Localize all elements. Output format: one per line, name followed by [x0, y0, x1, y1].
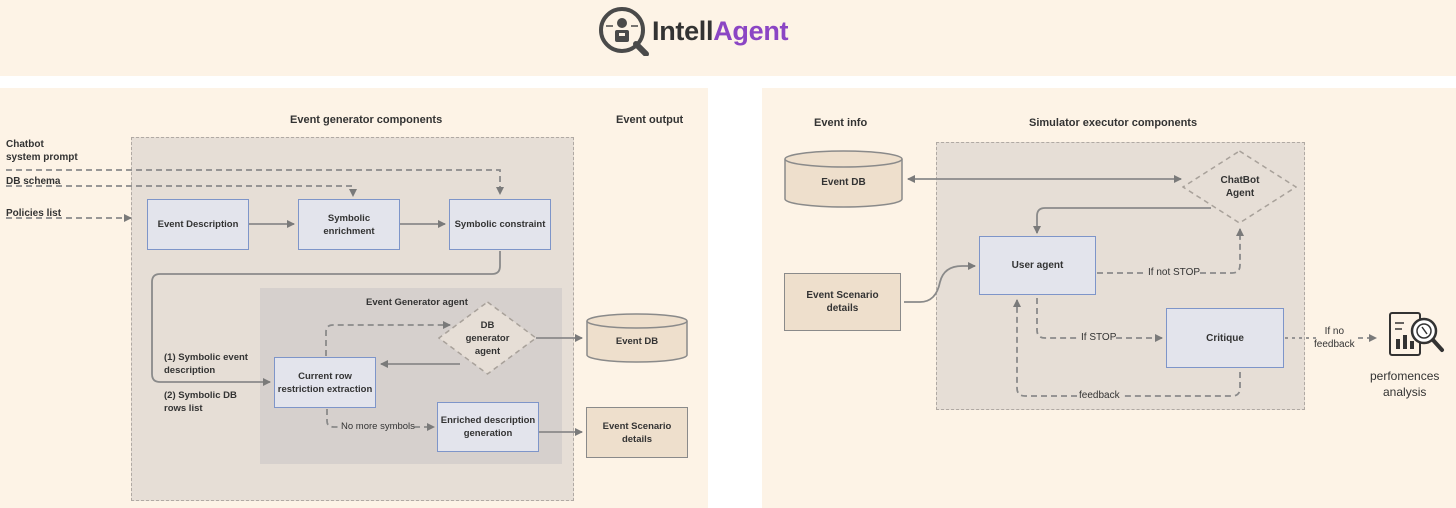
performance-analysis-icon [1389, 312, 1444, 356]
event-output-title: Event output [616, 114, 684, 126]
if-not-stop-label: If not STOP [1148, 267, 1201, 278]
db-schema-label: DB schema [6, 176, 61, 187]
event-generator-agent-title: Event Generator agent [366, 297, 468, 308]
left-event-db-label: Event DB [615, 335, 659, 347]
perf-analysis-label: perfomences analysis [1370, 369, 1440, 399]
symbolic-constraint-box: Symbolic constraint [449, 199, 551, 250]
magnifier-robot-icon [599, 7, 649, 56]
right-event-scenario-box: Event Scenario details [784, 273, 901, 331]
chatbot-agent-label: ChatBot Agent [1220, 175, 1260, 199]
current-row-box: Current row restriction extraction [274, 357, 376, 408]
no-more-symbols-label: No more symbols [341, 421, 415, 432]
db-generator-diamond [438, 301, 537, 375]
simulator-title: Simulator executor components [1029, 117, 1198, 129]
chatbot-prompt-label: Chatbot system prompt [6, 139, 78, 163]
if-no-feedback-label: If no feedback [1314, 326, 1355, 350]
user-agent-box: User agent [979, 236, 1096, 295]
left-event-db-cylinder [586, 313, 688, 363]
logo: IntellAgent [598, 6, 789, 56]
feedback-label: feedback [1079, 390, 1120, 401]
header [0, 0, 1456, 76]
chatbot-diamond [1182, 150, 1297, 224]
if-stop-label: If STOP [1081, 332, 1117, 343]
right-event-db-cylinder [784, 150, 903, 208]
event-info-title: Event info [814, 117, 868, 129]
db-generator-agent-label: DB generator agent [465, 319, 510, 357]
symbolic-event-label: (1) Symbolic event description [164, 352, 248, 376]
event-generator-title: Event generator components [290, 114, 443, 126]
left-event-scenario-box: Event Scenario details [586, 407, 688, 458]
symbolic-rows-label: (2) Symbolic DB rows list [164, 390, 237, 414]
event-description-box: Event Description [147, 199, 249, 250]
policies-label: Policies list [6, 208, 62, 219]
enriched-description-box: Enriched description generation [437, 402, 539, 452]
symbolic-enrichment-box: Symbolic enrichment [298, 199, 400, 250]
critique-box: Critique [1166, 308, 1284, 368]
logo-text: IntellAgent [652, 15, 789, 46]
right-event-db-label: Event DB [821, 176, 866, 188]
